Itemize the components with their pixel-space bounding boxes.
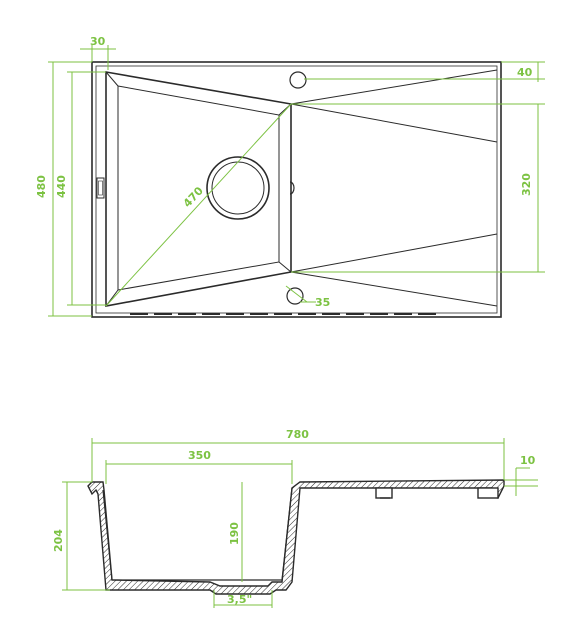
section-view <box>87 479 505 595</box>
dim-drain-size: 3,5" <box>227 593 252 606</box>
overflow-slot <box>96 177 105 199</box>
sink-outline <box>91 61 502 318</box>
drainer-end <box>477 487 499 499</box>
section-dimensions <box>62 438 538 608</box>
drain-inner <box>211 161 265 215</box>
dim-bowl-height: 440 <box>55 175 68 198</box>
dim-bowl-depth: 190 <box>228 522 241 545</box>
mount-clip <box>375 487 393 499</box>
drain-outer <box>206 156 270 220</box>
top-view-dimensions <box>48 45 545 317</box>
dim-overall-depth: 204 <box>52 529 65 552</box>
dim-overflow-radius: 35 <box>315 296 330 309</box>
overflow-hole <box>286 287 304 305</box>
dim-bowl-width: 350 <box>188 449 211 462</box>
dim-overall-width: 780 <box>286 428 309 441</box>
bowl-section <box>87 479 505 595</box>
tap-hole <box>289 71 307 89</box>
drainer-ribs <box>290 69 498 143</box>
dim-overall-height: 480 <box>35 175 48 198</box>
dim-bowl-diagonal: 470 <box>181 184 206 210</box>
dim-tap-offset: 40 <box>517 66 533 79</box>
dim-rim-thickness: 10 <box>520 454 536 467</box>
top-view <box>91 61 502 318</box>
section-dimension-labels: 780 350 10 204 190 3,5" <box>52 428 536 606</box>
dim-margin-left: 30 <box>90 35 106 48</box>
dim-drainer-height: 320 <box>520 173 533 196</box>
sink-inner-rim <box>95 65 498 314</box>
